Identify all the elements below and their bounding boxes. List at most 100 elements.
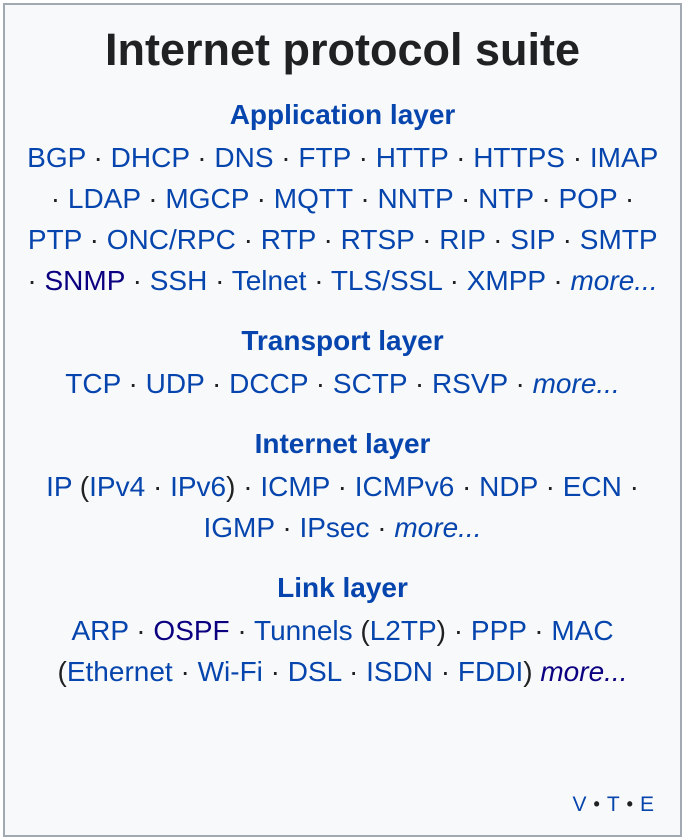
separator: · [341, 656, 367, 688]
protocol-link[interactable]: SCTP [332, 368, 408, 400]
protocol-link[interactable]: FTP [298, 142, 351, 174]
separator: · [485, 224, 511, 256]
separator: · [128, 615, 154, 647]
section-link-application-layer[interactable]: Application layer [229, 99, 456, 131]
protocol-link[interactable]: UDP [145, 368, 205, 400]
protocol-link[interactable]: LDAP [67, 183, 141, 215]
separator: · [526, 615, 552, 647]
protocol-link[interactable]: ICMP [260, 471, 330, 503]
separator: · [229, 615, 255, 647]
separator: · [315, 224, 341, 256]
separator: ( [352, 615, 370, 647]
more-link[interactable]: more... [540, 656, 628, 688]
separator: ) [226, 471, 236, 503]
separator: · [81, 224, 107, 256]
separator: · [145, 471, 171, 503]
separator: · [248, 183, 274, 215]
protocol-link[interactable]: MQTT [273, 183, 353, 215]
protocol-link[interactable]: PTP [27, 224, 82, 256]
protocol-link[interactable]: ECN [562, 471, 622, 503]
protocol-link[interactable]: SMTP [579, 224, 658, 256]
section-link-layer: Link layer ARP · OSPF · Tunnels (L2TP) ·… [27, 569, 658, 692]
more-link[interactable]: more... [532, 368, 620, 400]
protocol-link[interactable]: DCCP [229, 368, 308, 400]
protocol-link[interactable]: MAC [551, 615, 614, 647]
more-link[interactable]: more... [570, 265, 658, 297]
protocol-link[interactable]: L2TP [369, 615, 437, 647]
section-content-link-layer: ARP · OSPF · Tunnels (L2TP) · PPP · MAC … [27, 610, 658, 692]
protocol-link[interactable]: IMAP [589, 142, 658, 174]
protocol-link[interactable]: Tunnels [254, 615, 353, 647]
protocol-link[interactable]: IP [46, 471, 73, 503]
separator: · [441, 265, 467, 297]
protocol-link[interactable]: ISDN [366, 656, 434, 688]
separator: · [172, 656, 198, 688]
protocol-link[interactable]: BGP [27, 142, 86, 174]
protocol-link[interactable]: ARP [71, 615, 129, 647]
separator: · [621, 471, 639, 503]
protocol-link[interactable]: Telnet [231, 265, 307, 297]
protocol-link[interactable]: TLS/SSL [330, 265, 442, 297]
separator: · [537, 471, 563, 503]
protocol-link[interactable]: IPsec [299, 512, 370, 544]
protocol-link[interactable]: Ethernet [66, 656, 173, 688]
protocol-link[interactable]: FDDI [457, 656, 524, 688]
protocol-link[interactable]: OSPF [153, 615, 230, 647]
protocol-link[interactable]: RSVP [431, 368, 508, 400]
protocol-link[interactable]: ONC/RPC [106, 224, 236, 256]
protocol-link[interactable]: PPP [470, 615, 527, 647]
protocol-link[interactable]: XMPP [466, 265, 546, 297]
separator: · [189, 142, 215, 174]
section-content-transport-layer: TCP · UDP · DCCP · SCTP · RSVP · more... [27, 363, 658, 404]
section-link-link-layer[interactable]: Link layer [277, 572, 408, 604]
separator: · [140, 183, 166, 215]
separator: · [564, 142, 590, 174]
vte-separator: • [593, 794, 600, 814]
separator: · [407, 368, 432, 400]
separator: · [274, 512, 300, 544]
protocol-link[interactable]: IGMP [203, 512, 275, 544]
separator: · [235, 471, 261, 503]
protocol-link[interactable]: ICMPv6 [354, 471, 455, 503]
protocol-link[interactable]: Wi-Fi [197, 656, 263, 688]
protocol-link[interactable]: DSL [287, 656, 342, 688]
separator: · [453, 183, 479, 215]
section-content-internet-layer: IP (IPv4 · IPv6) · ICMP · ICMPv6 · NDP ·… [27, 466, 658, 548]
separator: · [235, 224, 261, 256]
protocol-link[interactable]: DHCP [110, 142, 190, 174]
separator: ) [523, 656, 541, 688]
protocol-link[interactable]: HTTP [375, 142, 449, 174]
separator: · [545, 265, 571, 297]
protocol-link[interactable]: RTP [260, 224, 316, 256]
talk-link[interactable]: T [606, 793, 620, 816]
protocol-link[interactable]: RIP [439, 224, 486, 256]
protocol-link[interactable]: NDP [479, 471, 538, 503]
protocol-link[interactable]: RTSP [340, 224, 415, 256]
protocol-link[interactable]: SNMP [44, 265, 125, 297]
protocol-link[interactable]: HTTPS [473, 142, 565, 174]
protocol-link[interactable]: POP [558, 183, 618, 215]
separator: · [446, 615, 471, 647]
internet-protocol-suite-navbox: Internet protocol suite Application laye… [3, 3, 682, 837]
section-link-transport-layer[interactable]: Transport layer [241, 325, 444, 357]
protocol-link[interactable]: IPv4 [89, 471, 146, 503]
protocol-link[interactable]: MGCP [165, 183, 249, 215]
protocol-link[interactable]: NNTP [377, 183, 454, 215]
protocol-link[interactable]: IPv6 [170, 471, 227, 503]
more-link[interactable]: more... [394, 512, 482, 544]
protocol-link[interactable]: DNS [214, 142, 274, 174]
separator: · [306, 265, 331, 297]
protocol-link[interactable]: NTP [478, 183, 534, 215]
protocol-link[interactable]: SSH [149, 265, 208, 297]
separator: · [350, 142, 376, 174]
protocol-link[interactable]: SIP [510, 224, 555, 256]
edit-link[interactable]: E [639, 793, 654, 816]
separator: · [617, 183, 635, 215]
section-link-internet-layer[interactable]: Internet layer [254, 428, 431, 460]
separator: ( [57, 656, 67, 688]
separator: · [124, 265, 150, 297]
separator: · [308, 368, 333, 400]
view-link[interactable]: V [572, 793, 587, 816]
protocol-link[interactable]: TCP [65, 368, 121, 400]
